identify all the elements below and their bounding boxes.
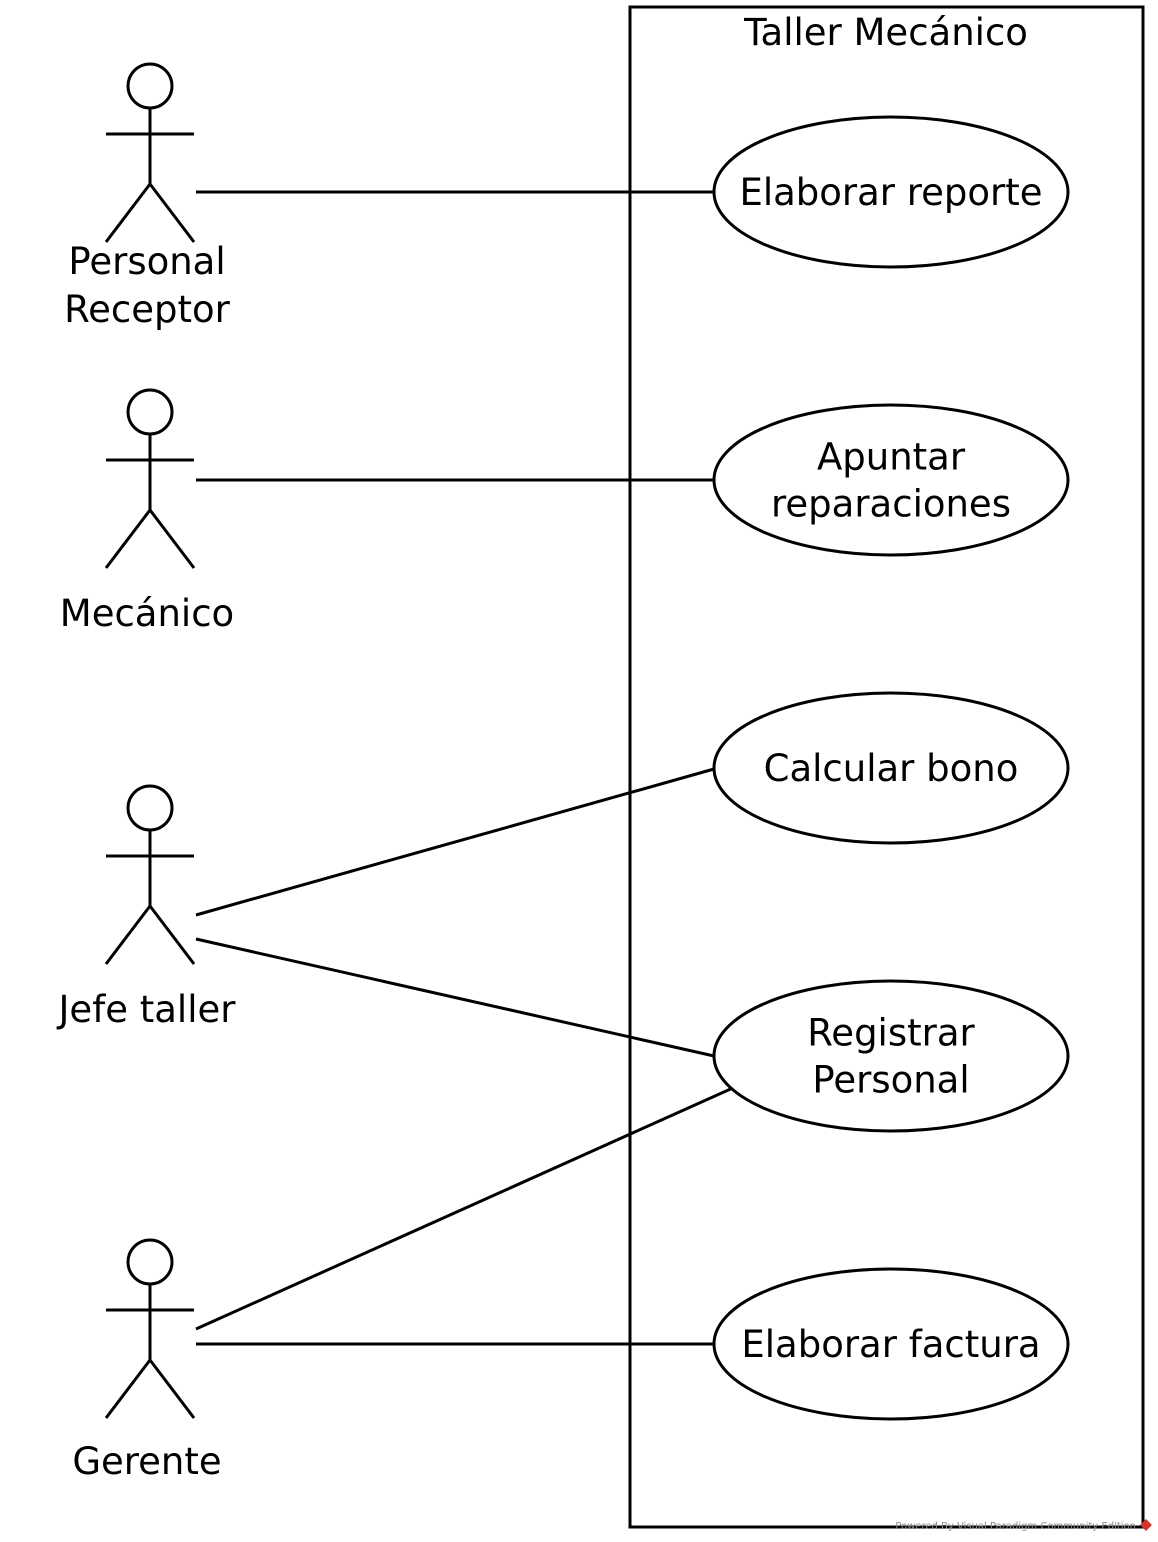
actor-jefe-taller[interactable]: Jefe taller [57, 784, 237, 1031]
use-case-ellipse [712, 979, 1070, 1133]
visual-paradigm-logo-icon [1140, 1519, 1152, 1531]
use-case-ellipse [712, 691, 1070, 845]
use-case-ellipse [712, 1267, 1070, 1421]
actor-label: Personal [68, 240, 225, 283]
actor-label: Receptor [64, 288, 231, 331]
actor-label: Jefe taller [57, 988, 237, 1031]
use-case-label: Calcular bono [764, 747, 1019, 790]
actor-stick-figure-icon [104, 62, 196, 243]
actor-stick-figure-icon [104, 388, 196, 569]
use-case-elaborar-factura[interactable]: Elaborar factura [712, 1267, 1070, 1421]
use-case-ellipse [712, 403, 1070, 557]
use-case-label: Elaborar reporte [739, 171, 1042, 214]
use-cases: Elaborar reporteApuntarreparacionesCalcu… [712, 115, 1070, 1421]
watermark-group: Powered By Visual Paradigm Community Edi… [895, 1519, 1152, 1532]
system-boundary-group: Taller Mecánico [628, 5, 1145, 1529]
actor-gerente[interactable]: Gerente [72, 1238, 222, 1483]
use-case-elaborar-reporte[interactable]: Elaborar reporte [712, 115, 1070, 269]
system-title: Taller Mecánico [743, 11, 1028, 54]
use-case-label: Apuntar [817, 436, 966, 479]
actor-stick-figure-icon [104, 784, 196, 965]
use-case-label: reparaciones [771, 483, 1011, 526]
actor-stick-figure-icon [104, 1238, 196, 1419]
watermark-text: Powered By Visual Paradigm Community Edi… [895, 1521, 1136, 1532]
associations [195, 190, 736, 1346]
use-case-label: Registrar [807, 1012, 975, 1055]
system-boundary [628, 5, 1145, 1529]
use-case-label: Personal [812, 1059, 969, 1102]
actor-label: Mecánico [60, 592, 234, 635]
association-jefe-taller-calcular-bono [195, 767, 715, 917]
actor-label: Gerente [72, 1440, 221, 1483]
use-case-ellipse [712, 115, 1070, 269]
association-jefe-taller-registrar-personal [195, 937, 715, 1058]
actor-mecanico[interactable]: Mecánico [60, 388, 234, 635]
association-gerente-registrar-personal [195, 1085, 736, 1331]
use-case-calcular-bono[interactable]: Calcular bono [712, 691, 1070, 845]
use-case-label: Elaborar factura [741, 1323, 1040, 1366]
